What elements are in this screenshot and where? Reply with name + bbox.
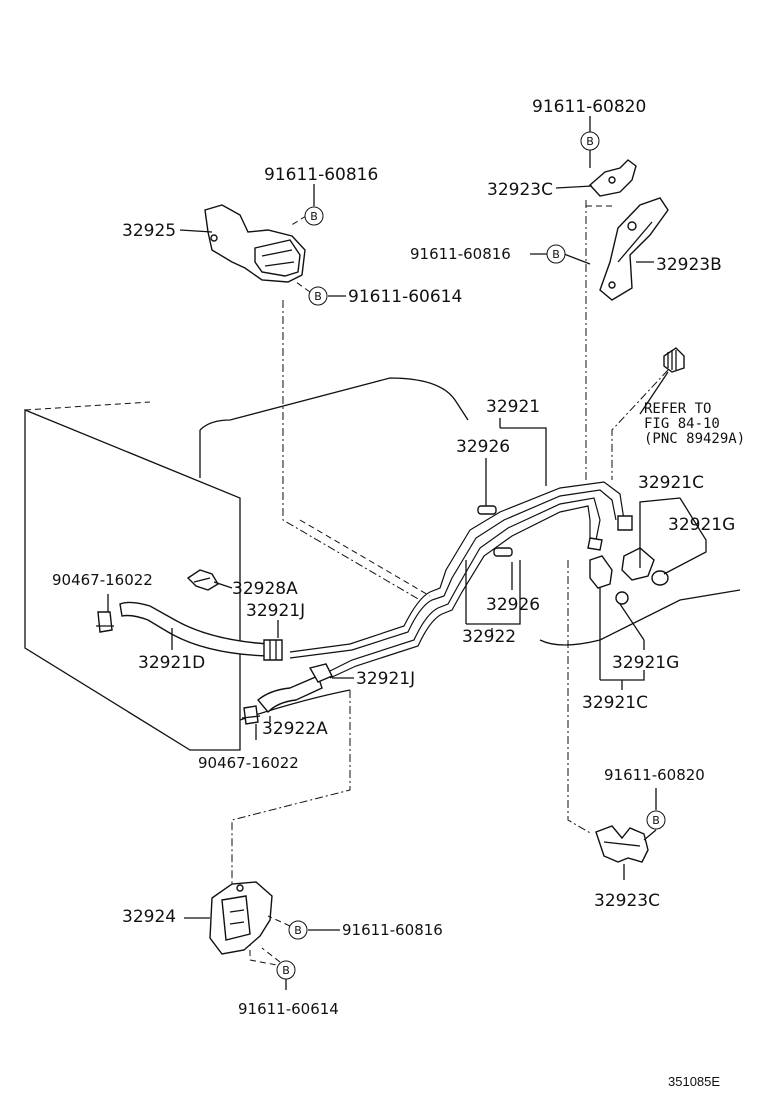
union-fitting-32921C-right — [621, 547, 669, 586]
grommet-32926-bottom — [493, 547, 513, 557]
bolt-marker-top-left: B — [304, 206, 324, 226]
hose-32921D — [119, 601, 283, 661]
bolt-marker-bottom-right: B — [646, 810, 666, 830]
refer-to-line2: FIG 84-10 — [644, 416, 720, 432]
bolt-marker-bottom-a: B — [288, 920, 308, 940]
bracket-32923C-top — [588, 159, 637, 197]
bracket-32923B — [599, 197, 669, 301]
bracket-32925 — [204, 204, 306, 283]
label-32928A: 32928A — [232, 579, 298, 599]
label-90467-16022-top: 90467-16022 — [52, 571, 153, 589]
diagram-code: 351085E — [668, 1074, 720, 1089]
svg-text:B: B — [294, 924, 302, 937]
label-91611-60614-bottom: 91611-60614 — [238, 1000, 339, 1018]
label-32923C-bottom: 32923C — [594, 891, 660, 911]
connector-fitting — [663, 347, 685, 373]
label-91611-60816-bottom: 91611-60816 — [342, 921, 443, 939]
label-32921: 32921 — [486, 397, 540, 417]
label-91611-60614-top: 91611-60614 — [348, 287, 462, 307]
clamp-90467-bottom — [241, 705, 261, 725]
label-91611-60816-left: 91611-60816 — [264, 165, 378, 185]
label-32921G-bottom: 32921G — [612, 653, 679, 673]
label-90467-16022-bottom: 90467-16022 — [198, 754, 299, 772]
label-32921J-top: 32921J — [246, 601, 305, 621]
grommet-32926-top — [477, 505, 497, 515]
label-32923B: 32923B — [656, 255, 722, 275]
label-32926-top: 32926 — [456, 437, 510, 457]
label-32925: 32925 — [122, 221, 176, 241]
label-91611-60816-right: 91611-60816 — [410, 245, 511, 263]
label-32921D: 32921D — [138, 653, 205, 673]
svg-text:B: B — [652, 814, 660, 827]
label-32923C-top: 32923C — [487, 180, 553, 200]
fuel-pipes — [289, 481, 633, 679]
bracket-32923C-bottom — [595, 825, 649, 863]
label-32921J-bottom: 32921J — [356, 669, 415, 689]
label-32922: 32922 — [462, 627, 516, 647]
hose-32922A — [257, 663, 333, 714]
label-91611-60820-top: 91611-60820 — [532, 97, 646, 117]
bracket-32924 — [209, 881, 273, 955]
bolt-marker-bottom-b: B — [276, 960, 296, 980]
bolt-marker-left-lower: B — [308, 286, 328, 306]
label-32926-bottom: 32926 — [486, 595, 540, 615]
svg-text:B: B — [314, 290, 322, 303]
union-fitting-32921C-lower — [589, 555, 629, 605]
clamp-90467-top — [96, 611, 114, 633]
refer-to-line3: (PNC 89429A) — [644, 431, 745, 447]
label-32921G-top: 32921G — [668, 515, 735, 535]
label-32924: 32924 — [122, 907, 176, 927]
bolt-marker-top-right: B — [580, 131, 600, 151]
label-32922A: 32922A — [262, 719, 328, 739]
label-32921C-bottom: 32921C — [582, 693, 648, 713]
svg-text:B: B — [586, 135, 594, 148]
svg-text:B: B — [310, 210, 318, 223]
refer-to-line1: REFER TO — [644, 401, 711, 417]
leader-lines — [107, 116, 707, 990]
svg-text:B: B — [282, 964, 290, 977]
label-91611-60820-bottom: 91611-60820 — [604, 766, 705, 784]
svg-text:B: B — [552, 248, 560, 261]
label-32921C-top: 32921C — [638, 473, 704, 493]
bolt-marker-right: B — [546, 244, 566, 264]
clip-32928A — [186, 569, 219, 591]
